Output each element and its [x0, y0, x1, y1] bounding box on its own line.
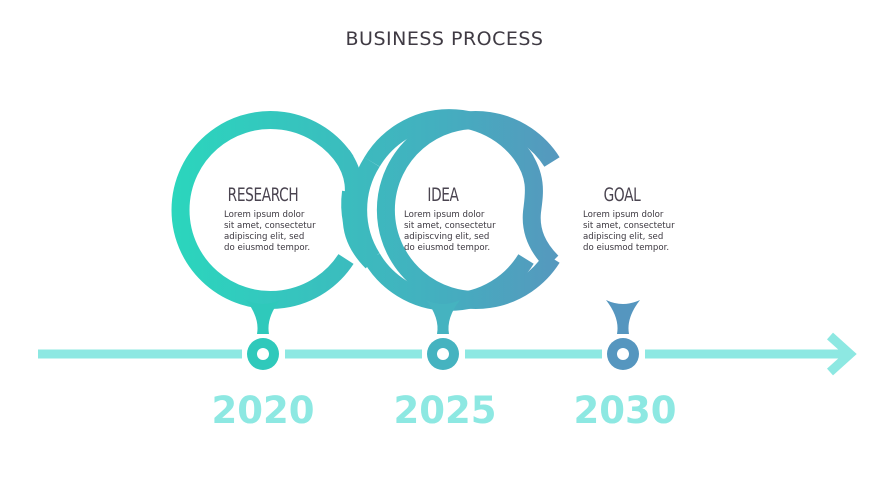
year-label-2020: 2020: [211, 389, 315, 432]
step-idea: IDEA Lorem ipsum dolor sit amet, consect…: [378, 184, 508, 254]
step-research: RESEARCH Lorem ipsum dolor sit amet, con…: [198, 184, 328, 254]
ring-goal: [376, 111, 560, 309]
ring-research: [171, 111, 354, 309]
step-description: Lorem ipsum dolor sit amet, consectetur …: [583, 210, 675, 253]
node-2020: [246, 300, 280, 370]
step-title: RESEARCH: [227, 184, 299, 206]
year-label-2030: 2030: [573, 389, 677, 432]
step-description: Lorem ipsum dolor sit amet, consectetur …: [404, 210, 496, 253]
node-2030: [606, 300, 640, 370]
page-title: BUSINESS PROCESS: [345, 28, 544, 50]
step-description: Lorem ipsum dolor sit amet, consectetur …: [224, 210, 316, 253]
arrow-right-icon: [826, 332, 857, 376]
year-label-2025: 2025: [393, 389, 497, 432]
timeline-nodes: [246, 300, 640, 370]
node-2025: [426, 300, 460, 370]
step-title: IDEA: [427, 184, 459, 206]
step-goal: GOAL Lorem ipsum dolor sit amet, consect…: [557, 184, 687, 254]
step-title: GOAL: [603, 184, 641, 206]
